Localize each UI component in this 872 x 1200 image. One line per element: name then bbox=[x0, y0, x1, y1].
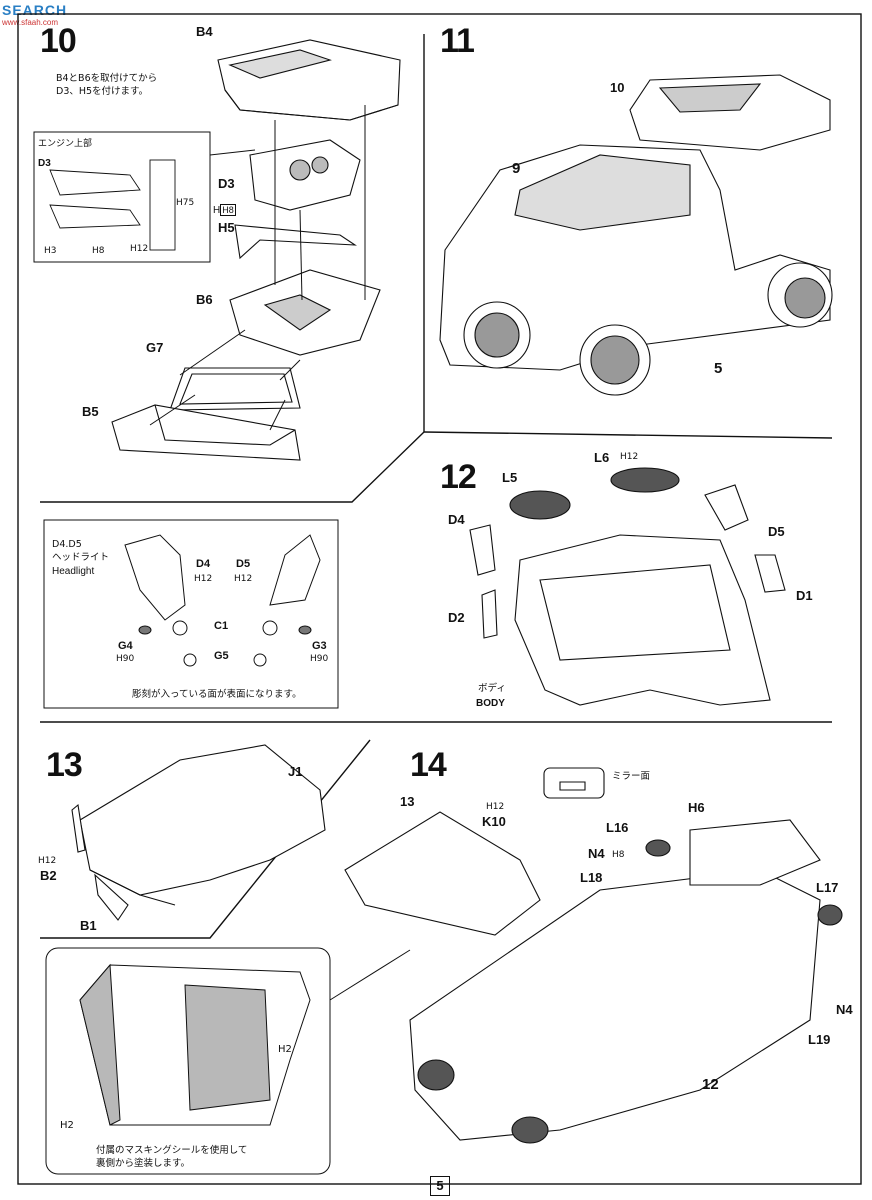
s12-d4: D4 bbox=[448, 512, 465, 527]
part-10: 10 bbox=[610, 80, 625, 95]
s13-b2: B2 bbox=[40, 868, 57, 883]
step-13-number: 13 bbox=[46, 746, 83, 784]
hl-d5: D5 bbox=[236, 558, 251, 570]
s12-d5: D5 bbox=[768, 524, 785, 539]
step10-parts bbox=[111, 39, 401, 461]
divider-11 bbox=[423, 431, 833, 439]
hl-h90a: H90 bbox=[116, 654, 135, 664]
s14-n4b: N4 bbox=[836, 1002, 853, 1017]
s14-l19: L19 bbox=[808, 1032, 831, 1047]
hl-h90b: H90 bbox=[310, 654, 329, 664]
step-12-number: 12 bbox=[440, 458, 477, 496]
step-11-number: 11 bbox=[440, 22, 475, 60]
part-d3: D3 bbox=[218, 176, 235, 191]
step-10-note: B4とB6を取付けてから D3、H5を付けます。 bbox=[56, 73, 158, 97]
s12-l6: L6 bbox=[594, 450, 610, 465]
engine-top-inset bbox=[33, 131, 211, 263]
mask-note: 付属のマスキングシールを使用して 裏側から塗装します。 bbox=[96, 1145, 248, 1169]
mask-h2-left: H2 bbox=[60, 1120, 74, 1131]
part-b4: B4 bbox=[196, 24, 213, 39]
hl-h12b: H12 bbox=[234, 574, 253, 584]
headlight-title-en: Headlight bbox=[52, 566, 95, 577]
s14-13: 13 bbox=[400, 794, 415, 809]
part-b6: B6 bbox=[196, 292, 213, 307]
hl-g3: G3 bbox=[312, 640, 327, 652]
hl-d4: D4 bbox=[196, 558, 211, 570]
step13-hood bbox=[71, 744, 326, 921]
s14-mirror-label: ミラー面 bbox=[612, 771, 651, 782]
s14-h12: H12 bbox=[486, 802, 505, 812]
inset-h12: H12 bbox=[130, 244, 149, 254]
inset-d3: D3 bbox=[38, 158, 51, 169]
s14-k10: K10 bbox=[482, 814, 506, 829]
headlight-note: 彫刻が入っている面が表面になります。 bbox=[132, 689, 302, 700]
hl-h12a: H12 bbox=[194, 574, 213, 584]
hl-g4: G4 bbox=[118, 640, 133, 652]
s14-12: 12 bbox=[702, 1076, 719, 1093]
s14-l17: L17 bbox=[816, 880, 839, 895]
s12-h12: H12 bbox=[620, 452, 639, 462]
inset-h75: H75 bbox=[176, 198, 195, 208]
s12-d1: D1 bbox=[796, 588, 813, 603]
s14-h6: H6 bbox=[688, 800, 705, 815]
page-frame bbox=[17, 13, 862, 1185]
page-number: 5 bbox=[430, 1176, 450, 1196]
step14-body bbox=[344, 767, 843, 1144]
s13-b1: B1 bbox=[80, 918, 97, 933]
hl-c1: C1 bbox=[214, 620, 229, 632]
inset-h3: H3 bbox=[44, 246, 57, 256]
s12-l5: L5 bbox=[502, 470, 518, 485]
part-h5: H5 bbox=[218, 220, 235, 235]
step-14-number: 14 bbox=[410, 746, 447, 784]
s14-l18: L18 bbox=[580, 870, 603, 885]
step12-body bbox=[469, 467, 786, 706]
part-g7: G7 bbox=[146, 340, 164, 355]
hl-g5: G5 bbox=[214, 650, 229, 662]
part-5: 5 bbox=[714, 360, 723, 377]
part-9: 9 bbox=[512, 160, 521, 177]
s13-h12: H12 bbox=[38, 856, 57, 866]
divider-10 bbox=[40, 431, 425, 503]
step11-chassis bbox=[439, 74, 833, 396]
s12-body-jp: ボディ bbox=[478, 683, 506, 694]
s13-j1: J1 bbox=[288, 764, 303, 779]
step-10-number: 10 bbox=[40, 22, 77, 60]
headlight-title-jp: D4.D5 ヘッドライト bbox=[52, 539, 110, 563]
inset-title: エンジン上部 bbox=[38, 139, 93, 149]
mask-h2-right: H2 bbox=[278, 1044, 292, 1055]
s14-l16: L16 bbox=[606, 820, 629, 835]
s14-n4: N4 bbox=[588, 846, 605, 861]
s12-d2: D2 bbox=[448, 610, 465, 625]
s12-body-en: BODY bbox=[476, 698, 505, 709]
s14-h8: H8 bbox=[612, 850, 625, 860]
step10-arrows bbox=[149, 105, 366, 431]
part-b5: B5 bbox=[82, 404, 99, 419]
inset-h8: H8 bbox=[92, 246, 105, 256]
